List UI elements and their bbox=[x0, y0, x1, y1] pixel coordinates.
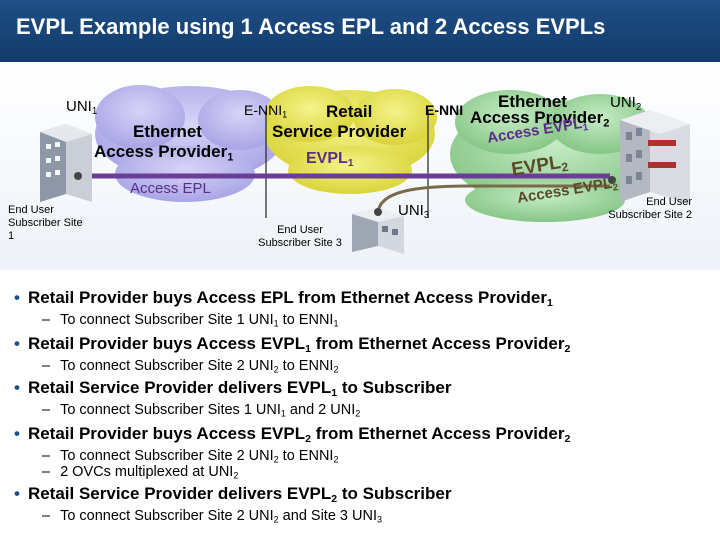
uni3-marker bbox=[374, 208, 382, 216]
bullet-4-sub-1: –To connect Subscriber Site 2 UNI2 to EN… bbox=[42, 448, 339, 465]
bullet-3: •Retail Service Provider delivers EVPL1 … bbox=[14, 378, 452, 400]
ap2-label-line2: Access Provider2 bbox=[470, 108, 610, 130]
site2-caption: End User Subscriber Site 2 bbox=[608, 196, 692, 221]
site1-building bbox=[40, 124, 92, 202]
bullet-5: •Retail Service Provider delivers EVPL2 … bbox=[14, 484, 452, 506]
bullet-1-sub-1: –To connect Subscriber Site 1 UNI1 to EN… bbox=[42, 312, 339, 329]
bullet-4: •Retail Provider buys Access EVPL2 from … bbox=[14, 424, 571, 446]
slide-title: EVPL Example using 1 Access EPL and 2 Ac… bbox=[16, 14, 606, 39]
enni1-label: E-NNI1 bbox=[244, 102, 288, 120]
uni2-marker bbox=[608, 176, 616, 184]
retail-provider-cloud bbox=[265, 86, 437, 194]
site2-building bbox=[620, 110, 690, 204]
ap2-label-line1: Ethernet bbox=[498, 92, 567, 111]
access-epl-label: Access EPL bbox=[130, 180, 211, 197]
evpl1-center-label: EVPL1 bbox=[306, 150, 354, 170]
bullet-2: •Retail Provider buys Access EVPL1 from … bbox=[14, 334, 571, 356]
site3-caption: End User Subscriber Site 3 bbox=[258, 224, 342, 249]
site1-caption: End User Subscriber Site 1 bbox=[8, 204, 83, 242]
uni1-marker bbox=[74, 172, 82, 180]
bullet-4-sub-2: –2 OVCs multiplexed at UNI2 bbox=[42, 464, 239, 481]
title-bar: EVPL Example using 1 Access EPL and 2 Ac… bbox=[0, 0, 720, 62]
uni2-label: UNI2 bbox=[610, 94, 642, 113]
ap1-label-line2: Access Provider1 bbox=[94, 142, 234, 164]
enni2-label: E-NNI bbox=[425, 102, 464, 118]
uni1-label: UNI1 bbox=[66, 98, 98, 117]
uni3-label: UNI3 bbox=[398, 202, 430, 221]
bullet-2-sub-1: –To connect Subscriber Site 2 UNI2 to EN… bbox=[42, 358, 339, 375]
bullet-1: •Retail Provider buys Access EPL from Et… bbox=[14, 288, 553, 310]
retail-label-line1: Retail bbox=[326, 102, 373, 121]
bullet-3-sub-1: –To connect Subscriber Sites 1 UNI1 and … bbox=[42, 402, 361, 419]
ap1-label-line1: Ethernet bbox=[133, 122, 202, 141]
bullet-5-sub-1: –To connect Subscriber Site 2 UNI2 and S… bbox=[42, 508, 382, 525]
retail-label-line2: Service Provider bbox=[272, 122, 407, 141]
evpl2-path bbox=[376, 184, 610, 215]
network-diagram: UNI1 E-NNI1 Retail Service Provider E-NN… bbox=[0, 62, 720, 270]
diagram-graphics bbox=[40, 85, 690, 254]
